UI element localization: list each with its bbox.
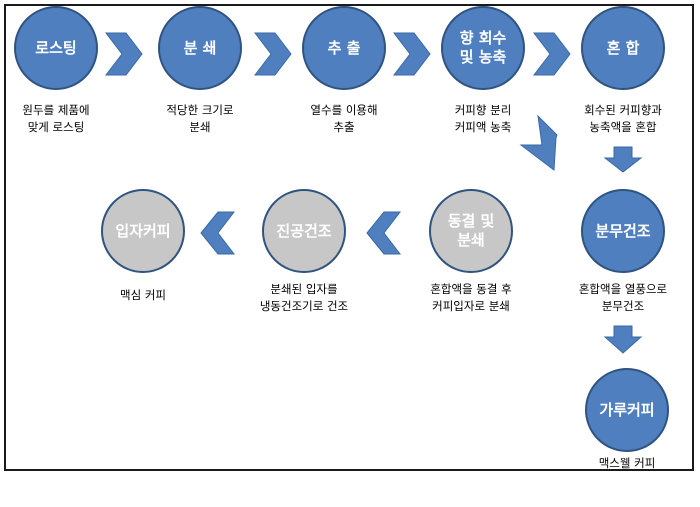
diagram-frame: [4, 4, 694, 471]
node-label: 분무건조: [595, 221, 651, 240]
caption-extraction: 열수를 이용해 추출: [310, 103, 378, 134]
node-freeze-grinding: 동결 및 분쇄: [429, 189, 513, 273]
caption-roasting: 원두를 제품에 맞게 로스팅: [22, 103, 90, 134]
node-label: 로스팅: [35, 38, 77, 57]
caption-powder-coffee: 맥스웰 커피: [598, 456, 656, 470]
chevron-right-arrow-2: [253, 32, 292, 76]
node-granule-coffee: 입자커피: [101, 189, 185, 273]
caption-vacuum-drying: 분쇄된 입자를 냉동건조기로 건조: [259, 282, 349, 313]
caption-granule-coffee: 맥심 커피: [120, 288, 166, 302]
node-label: 혼 합: [606, 38, 640, 57]
chevron-right-arrow-1: [104, 32, 143, 76]
node-powder-coffee: 가루커피: [585, 368, 669, 452]
node-label: 동결 및 분쇄: [447, 212, 495, 249]
caption-spray-drying: 혼합액을 열풍으로 분무건조: [578, 282, 668, 313]
caption-mixing: 회수된 커피향과 농축액을 혼합: [584, 103, 662, 134]
node-label: 가루커피: [599, 400, 655, 419]
chevron-right-arrow-3: [392, 32, 431, 76]
node-aroma-recovery: 향 회수 및 농축: [441, 6, 525, 90]
down-arrow-1: [603, 146, 643, 173]
node-label: 진공건조: [276, 221, 332, 240]
diagonal-arrow: [519, 114, 558, 171]
caption-aroma-recovery: 커피향 분리 커피액 농축: [454, 103, 512, 134]
node-label: 추 출: [327, 38, 361, 57]
chevron-left-arrow-1: [366, 211, 402, 255]
node-label: 입자커피: [115, 221, 171, 240]
node-mixing: 혼 합: [581, 6, 665, 90]
down-arrow-2: [603, 325, 643, 354]
node-roasting: 로스팅: [14, 6, 98, 90]
caption-freeze-grinding: 혼합액을 동결 후 커피입자로 분쇄: [430, 282, 512, 313]
caption-grinding: 적당한 크기로 분쇄: [166, 103, 234, 134]
node-spray-drying: 분무건조: [581, 189, 665, 273]
chevron-left-arrow-2: [200, 211, 236, 255]
node-vacuum-drying: 진공건조: [262, 189, 346, 273]
node-extraction: 추 출: [302, 6, 386, 90]
node-label: 분 쇄: [183, 38, 217, 57]
chevron-right-arrow-4: [532, 32, 571, 76]
node-label: 향 회수 및 농축: [459, 29, 507, 66]
node-grinding: 분 쇄: [158, 6, 242, 90]
